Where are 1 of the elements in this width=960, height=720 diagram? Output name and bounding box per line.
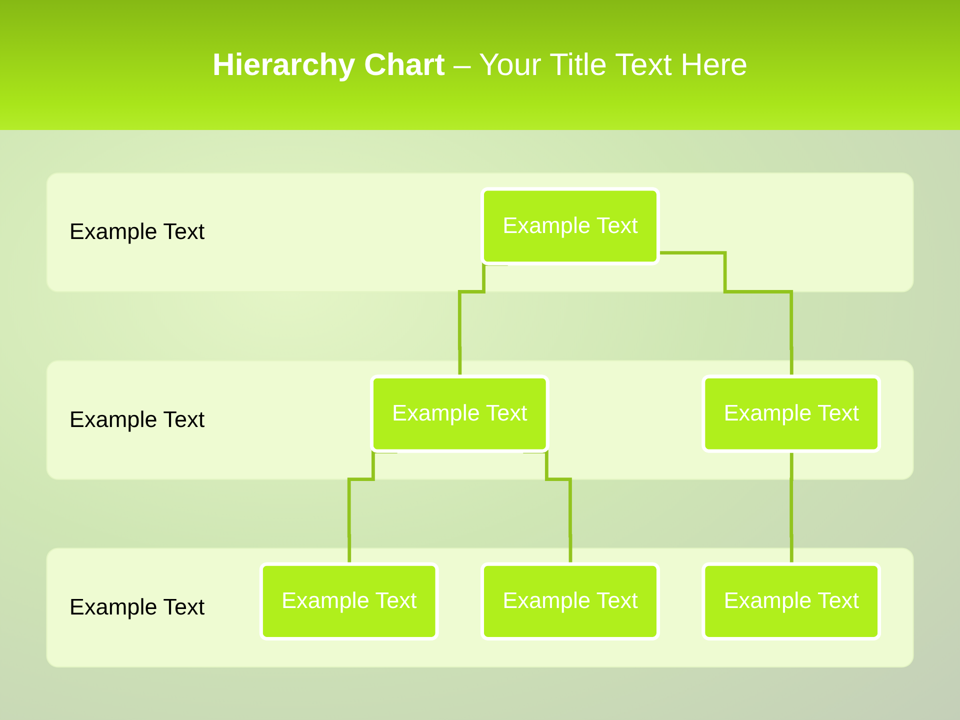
- title: Hierarchy Chart – Your Title Text Here: [212, 47, 748, 83]
